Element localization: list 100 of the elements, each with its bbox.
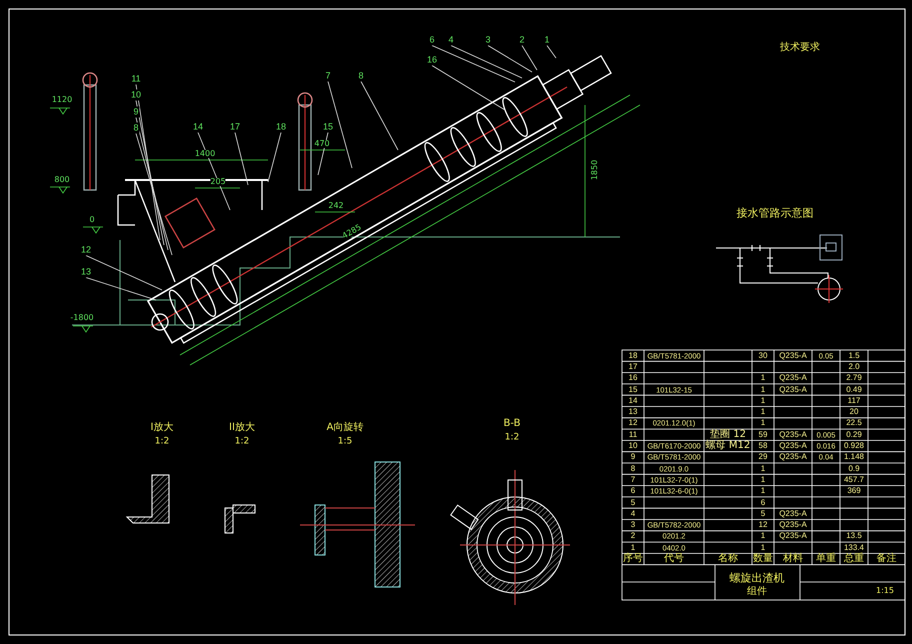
table-cell: Q235-A — [779, 352, 807, 360]
table-cell: 2.79 — [846, 374, 862, 382]
table-cell: 1 — [760, 544, 766, 552]
table-cell: 1 — [760, 464, 766, 473]
scale-label: 1:2 — [154, 438, 170, 446]
table-cell: 4 — [630, 510, 636, 518]
callout-number: 4 — [448, 34, 454, 46]
table-header-cell: 总重 — [844, 554, 864, 564]
table-cell: 457.7 — [844, 476, 864, 484]
callout-number: 1 — [544, 34, 550, 46]
table-cell: 1 — [760, 419, 766, 428]
leader-line — [488, 45, 532, 72]
table-cell: 5 — [630, 498, 636, 507]
table-header-cell: 名称 — [718, 554, 738, 564]
leader-line — [268, 132, 282, 182]
table-cell: 3 — [630, 521, 636, 530]
elevation-label: -1800 — [70, 314, 94, 322]
table-cell: 螺母 M12 — [706, 441, 750, 452]
table-cell: 1 — [760, 476, 766, 484]
table-cell: 1 — [760, 532, 766, 540]
title-block-text: 组件 — [747, 587, 767, 597]
table-cell: 9 — [630, 453, 636, 462]
table-cell: Q235-A — [779, 386, 807, 394]
leader-line — [522, 45, 538, 70]
table-cell: 58 — [758, 442, 768, 450]
heading: 技术要求 — [780, 43, 820, 53]
table-cell: 18 — [628, 352, 638, 360]
leader-line — [136, 133, 172, 256]
table-header-cell: 代号 — [664, 554, 684, 564]
table-cell: 0.928 — [844, 442, 864, 450]
scale-label: 1:15 — [876, 587, 894, 595]
callout-number: 12 — [80, 244, 92, 256]
table-cell: Q235-A — [779, 430, 807, 439]
elevation-label: 0 — [89, 216, 95, 224]
dimension-label: 242 — [328, 202, 344, 210]
table-cell: 0.29 — [846, 430, 862, 439]
table-cell: 0.49 — [846, 386, 862, 394]
table-cell: 12 — [758, 521, 768, 530]
table-header-cell: 序号 — [623, 554, 643, 564]
table-cell: 6 — [760, 498, 766, 507]
callout-number: 7 — [324, 70, 332, 82]
table-cell: 30 — [758, 352, 768, 360]
leader-line — [86, 255, 162, 290]
elevation-label: 800 — [54, 176, 70, 184]
callout-number: 6 — [428, 34, 436, 46]
callout-number: 8 — [132, 122, 140, 134]
table-cell: 16 — [628, 374, 638, 382]
leader-line — [432, 65, 506, 110]
table-cell: 8 — [630, 464, 636, 473]
table-cell: 13.5 — [846, 532, 862, 540]
leader-line — [432, 45, 516, 82]
leader-line — [546, 45, 556, 58]
callout-number: 18 — [275, 122, 287, 132]
table-cell: 29 — [758, 453, 768, 462]
table-cell: 1.5 — [848, 352, 860, 360]
table-header-cell: 单重 — [816, 554, 836, 564]
table-cell: Q235-A — [779, 442, 807, 450]
table-cell: Q235-A — [779, 453, 807, 462]
callout-number: 3 — [484, 34, 492, 46]
table-cell: 0.9 — [848, 464, 860, 473]
table-cell: 5 — [760, 510, 766, 518]
table-cell: Q235-A — [779, 532, 807, 540]
callout-number: 10 — [130, 90, 142, 100]
table-header-cell: 备注 — [876, 554, 896, 564]
callout-number: 17 — [229, 122, 241, 132]
callout-number: 8 — [358, 70, 364, 82]
dimension-label: 1850 — [591, 160, 599, 180]
table-cell: 20 — [850, 408, 858, 416]
table-cell: 6 — [630, 487, 636, 496]
table-cell: 2.0 — [848, 362, 860, 371]
elevation-label: 1120 — [52, 96, 72, 104]
scale-label: 1:5 — [338, 438, 352, 446]
table-cell: 垫圈 12 — [710, 430, 746, 440]
table-cell: 369 — [847, 487, 861, 496]
table-cell: 13 — [628, 408, 638, 416]
view-title: B-B — [504, 419, 520, 429]
table-cell: 1 — [760, 408, 766, 416]
table-cell: 1 — [760, 396, 766, 405]
scale-label: 1:2 — [234, 438, 250, 446]
callout-number: 15 — [322, 122, 334, 132]
table-header-cell: 数量 — [753, 554, 773, 564]
table-cell: 1 — [630, 544, 636, 552]
table-cell: 1 — [760, 374, 766, 382]
table-cell: Q235-A — [779, 521, 807, 530]
table-cell: 14 — [628, 396, 638, 405]
leader-line — [360, 81, 398, 150]
dimension-label: 470 — [314, 140, 330, 148]
leader-line — [136, 117, 168, 250]
dimension-label: 205 — [210, 178, 226, 186]
table-cell: 1.148 — [844, 453, 864, 462]
table-cell: 1 — [760, 487, 766, 496]
table-cell: 1 — [760, 386, 766, 394]
callout-number: 13 — [80, 266, 92, 278]
leader-line — [234, 132, 248, 186]
drawing-title: 螺旋出渣机 — [730, 572, 784, 584]
callout-number: 14 — [192, 122, 204, 132]
table-cell: 117 — [848, 396, 860, 405]
view-title: I放大 — [150, 423, 174, 433]
table-cell: Q235-A — [779, 374, 807, 382]
table-cell: 12 — [628, 419, 638, 428]
